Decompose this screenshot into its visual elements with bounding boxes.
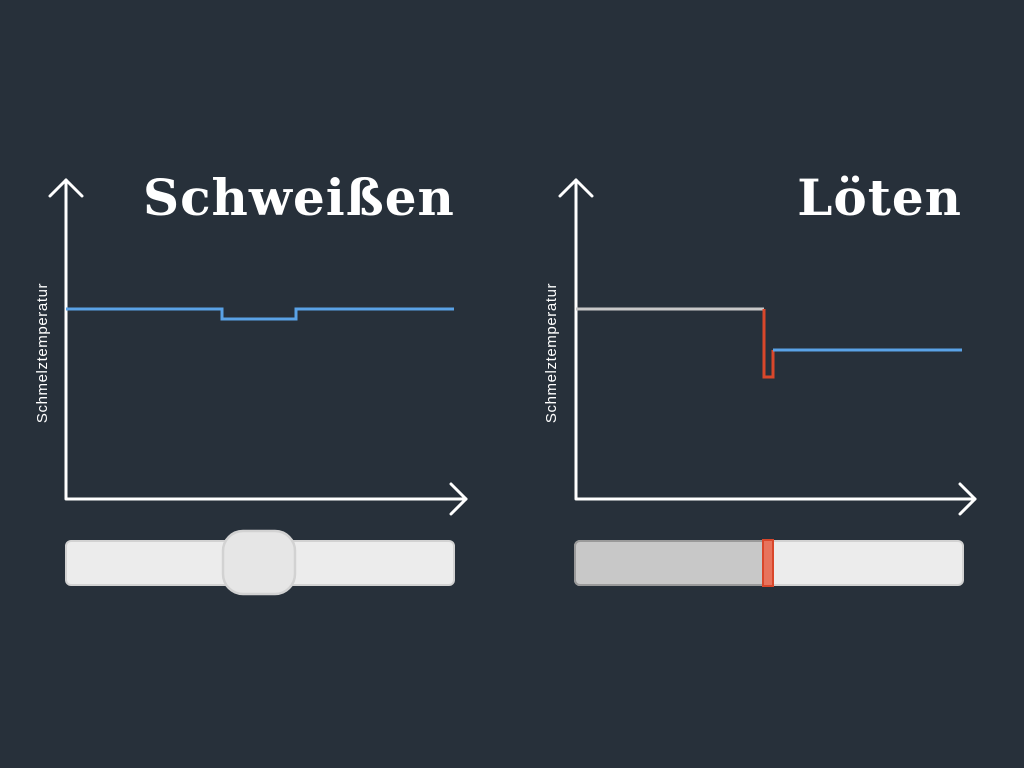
- soldering-title: Löten: [797, 168, 962, 227]
- soldering-axes-lines: [574, 178, 977, 501]
- soldering-solder-temperature-line: [762, 309, 775, 379]
- weld-bead: [221, 529, 297, 596]
- soldering-joined-section: [574, 540, 767, 586]
- welding-axes-lines: [64, 178, 468, 501]
- soldering-x-axis-arrow: [958, 482, 977, 516]
- welding-x-axis-arrow: [449, 482, 468, 516]
- solder-joint: [762, 539, 774, 587]
- welding-metal-temperature-line: [66, 307, 454, 321]
- soldering-axes: [558, 178, 977, 516]
- welding-title: Schweißen: [143, 168, 455, 227]
- welding-axes: [48, 178, 468, 516]
